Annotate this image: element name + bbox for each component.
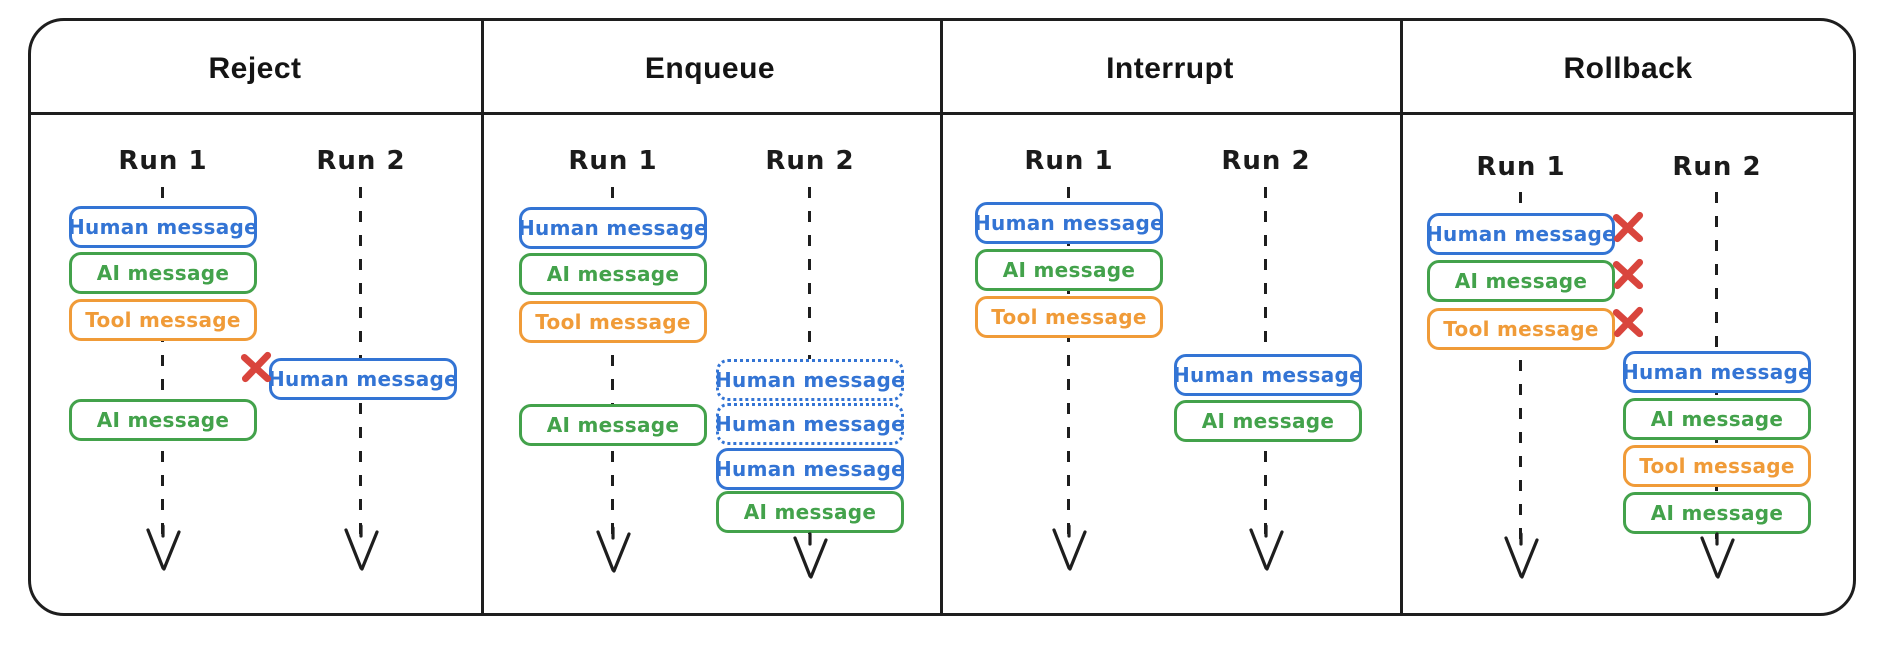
panel-divider-2 (940, 19, 943, 615)
message-box-human: Human message (715, 448, 905, 490)
rollback-x-icon (1610, 209, 1646, 249)
panel-title-enqueue: Enqueue (644, 52, 776, 85)
message-box-ai: AI message (1623, 492, 1811, 534)
message-box-ai: AI message (1174, 400, 1362, 442)
message-box-ai: AI message (69, 252, 257, 294)
message-box-human: Human message (1622, 351, 1812, 393)
arrow-down-icon (591, 526, 635, 578)
run-label: Run 1 (568, 146, 658, 176)
run-label: Run 2 (316, 146, 406, 176)
message-box-ai: AI message (1623, 398, 1811, 440)
run-label: Run 1 (118, 146, 208, 176)
arrow-down-icon (141, 524, 185, 576)
panel-title-reject: Reject (208, 52, 302, 85)
message-box-human: Human message (68, 206, 258, 248)
rollback-x-icon (1610, 256, 1646, 296)
arrow-down-icon (1695, 532, 1739, 584)
message-box-tool: Tool message (69, 299, 257, 341)
message-box-tool: Tool message (1427, 308, 1615, 350)
run-label: Run 2 (765, 146, 855, 176)
timeline-dashed-line (611, 187, 614, 540)
panel-title-rollback: Rollback (1563, 52, 1693, 85)
message-box-human: Human message (268, 358, 458, 400)
message-box-ai: AI message (69, 399, 257, 441)
timeline-dashed-line (161, 187, 164, 540)
panel-divider-1 (481, 19, 484, 615)
arrow-down-icon (788, 532, 832, 584)
reject-x-icon (238, 349, 274, 389)
arrow-down-icon (1244, 524, 1288, 576)
message-box-tool: Tool message (975, 296, 1163, 338)
run-label: Run 1 (1024, 146, 1114, 176)
message-box-ai: AI message (519, 404, 707, 446)
run-label: Run 2 (1221, 146, 1311, 176)
arrow-down-icon (1499, 532, 1543, 584)
rollback-x-icon (1610, 304, 1646, 344)
panel-title-interrupt: Interrupt (1106, 52, 1234, 85)
panel-divider-3 (1400, 19, 1403, 615)
arrow-down-icon (339, 524, 383, 576)
message-box-ai: AI message (716, 491, 904, 533)
message-box-human: Human message (1173, 354, 1363, 396)
message-box-tool: Tool message (519, 301, 707, 343)
run-label: Run 1 (1476, 152, 1566, 182)
message-box-human: Human message (1426, 213, 1616, 255)
arrow-down-icon (1047, 524, 1091, 576)
message-box-ai: AI message (519, 253, 707, 295)
message-box-human-queued: Human message (715, 359, 905, 401)
message-box-human: Human message (518, 207, 708, 249)
message-box-tool: Tool message (1623, 445, 1811, 487)
message-box-ai: AI message (975, 249, 1163, 291)
message-box-ai: AI message (1427, 260, 1615, 302)
timeline-dashed-line (1067, 187, 1070, 540)
run-label: Run 2 (1672, 152, 1762, 182)
message-box-human-queued: Human message (715, 403, 905, 445)
message-box-human: Human message (974, 202, 1164, 244)
timeline-dashed-line (1519, 192, 1522, 548)
